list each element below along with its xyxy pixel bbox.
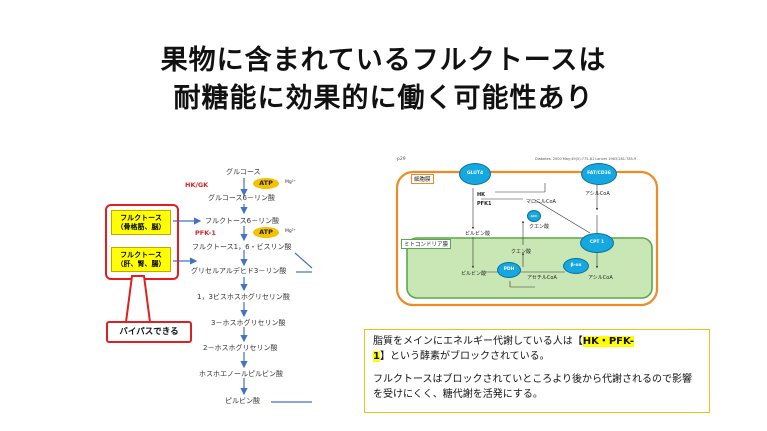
enzyme-hk-gk: HK/GK bbox=[185, 181, 209, 189]
step-glucose: グルコース bbox=[226, 168, 261, 176]
callout-pointer bbox=[124, 275, 152, 323]
atp-badge-1: ATP bbox=[253, 178, 279, 189]
note-text-pre: 脂質をメインにエネルギー代謝している人は【 bbox=[373, 336, 583, 347]
step-2pg: 2－ホスホグリセリン酸 bbox=[203, 344, 278, 352]
explanation-note: 脂質をメインにエネルギー代謝している人は【HK・PFK- 1】という酵素がブロッ… bbox=[364, 329, 710, 413]
fructose-box-liver-title: フルクトース bbox=[120, 251, 162, 259]
bypass-callout: バイパスできる bbox=[106, 321, 192, 343]
step-ga3p: グリセルアルデヒド3－リン酸 bbox=[191, 267, 287, 275]
fat-cd36-node: FAT/CD36 bbox=[581, 163, 617, 185]
beta-ox-node: β-ox bbox=[563, 258, 589, 274]
slide-title-line1: 果物に含まれているフルクトースは bbox=[160, 45, 607, 76]
note-paragraph-1: 脂質をメインにエネルギー代謝している人は【HK・PFK- 1】という酵素がブロッ… bbox=[373, 334, 701, 364]
cell-membrane-label: 細胞膜 bbox=[411, 174, 434, 184]
figure-page-number: p29 bbox=[397, 157, 406, 162]
acc-node: ACC bbox=[527, 210, 541, 222]
hk-label: HK bbox=[477, 192, 486, 198]
mg-label-1: Mg²⁺ bbox=[285, 180, 296, 185]
fructose-box-liver-organs: （肝、腎、腸） bbox=[116, 260, 166, 268]
acetyl-coa-label: アセチルCoA bbox=[527, 275, 557, 281]
note-highlight-2: 1 bbox=[373, 351, 380, 362]
mitochondria-label: ミトコンドリア膜 bbox=[401, 239, 452, 249]
malonyl-coa-label: マロニルCoA bbox=[526, 199, 556, 205]
mg-label-2: Mg²⁺ bbox=[285, 229, 296, 234]
acyl-coa-top-label: アシルCoA bbox=[585, 191, 610, 197]
step-13bpg: 1，3ビスホスホグリセリン酸 bbox=[197, 293, 290, 301]
glut4-node: GLUT4 bbox=[459, 163, 491, 185]
step-g6p: グルコース6－リン酸 bbox=[208, 194, 275, 202]
step-pyruvate: ピルビン酸 bbox=[225, 397, 260, 405]
step-3pg: 3－ホスホグリセリン酸 bbox=[211, 319, 286, 327]
fructose-box-muscle-organs: （骨格筋、脳） bbox=[116, 223, 166, 231]
note-paragraph-2: フルクトースはブロックされていところより後から代謝されるので影響を受けにくく、糖… bbox=[373, 374, 692, 400]
enzyme-pfk1: PFK-1 bbox=[195, 229, 216, 237]
acyl-coa-mito-label: アシルCoA bbox=[588, 275, 613, 281]
figure-citation: Diabetes. 2000 May;49(5):775-81 Lancet 1… bbox=[535, 157, 637, 161]
atp-badge-2: ATP bbox=[253, 227, 279, 238]
step-pep: ホスホエノールピルビン酸 bbox=[199, 370, 283, 378]
fructose-box-muscle-title: フルクトース bbox=[120, 214, 162, 222]
pyruvate-mito-label: ピルビン酸 bbox=[461, 271, 487, 277]
cpt1-node: CPT 1 bbox=[580, 233, 614, 253]
fructose-box-liver-kidney-gut: フルクトース （肝、腎、腸） bbox=[111, 247, 171, 272]
slide-title-line2: 耐糖能に効果的に働く可能性あり bbox=[173, 83, 594, 114]
pfk1-label: PFK1 bbox=[477, 201, 492, 207]
note-text-post: 】という酵素がブロックされている。 bbox=[379, 351, 550, 362]
citrate-top-label: クエン酸 bbox=[529, 224, 550, 230]
citrate-mito-label: クエン酸 bbox=[511, 249, 532, 255]
pyruvate-top-label: ピルビン酸 bbox=[465, 231, 491, 237]
step-f6p: フルクトース6－リン酸 bbox=[205, 217, 280, 225]
figure-drawing bbox=[395, 170, 659, 307]
metabolism-figure: p29 Diabetes. 2000 May;49(5):775-81 Lanc… bbox=[385, 155, 673, 313]
pdh-node: PDH bbox=[497, 262, 521, 278]
mitochondria-outline bbox=[406, 237, 653, 299]
step-f16bp: フルクトース1，6・ビスリン酸 bbox=[192, 243, 292, 251]
fructose-box-muscle-brain: フルクトース （骨格筋、脳） bbox=[111, 210, 171, 235]
note-highlight-1: HK・PFK- bbox=[582, 336, 635, 347]
side-line-1 bbox=[294, 252, 313, 269]
